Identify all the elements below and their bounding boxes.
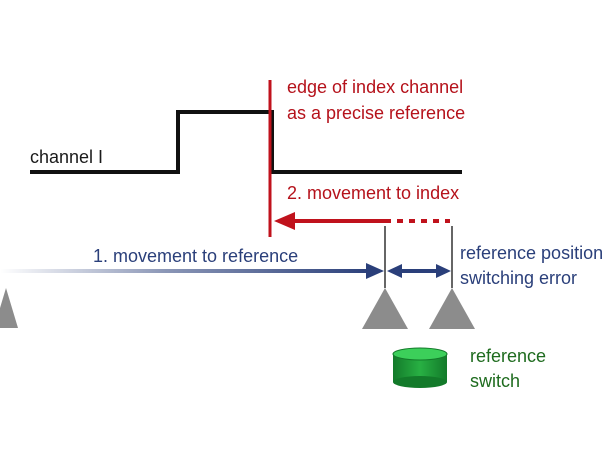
switching-error-arrowhead-right [436,264,451,278]
reference-switch-icon [392,347,448,388]
movement-index-arrowhead [274,212,295,230]
marker-triangle-right [429,288,475,329]
reference-switch-label-line2: switch [470,371,520,391]
movement-reference-label: 1. movement to reference [93,246,298,266]
reference-position-label: reference position [460,243,603,263]
marker-triangle-middle [362,288,408,329]
edge-label-line1: edge of index channel [287,77,463,97]
reference-switch-label-line1: reference [470,346,546,366]
channel-label: channel I [30,147,103,167]
edge-label-line2: as a precise reference [287,103,465,123]
switching-error-arrowhead-left [387,264,402,278]
switching-error-label: switching error [460,268,577,288]
movement-index-label: 2. movement to index [287,183,459,203]
movement-reference-shaft [0,269,372,273]
movement-reference-arrowhead [366,263,384,279]
marker-triangle-left [0,288,18,328]
channel-signal-line [30,110,462,174]
